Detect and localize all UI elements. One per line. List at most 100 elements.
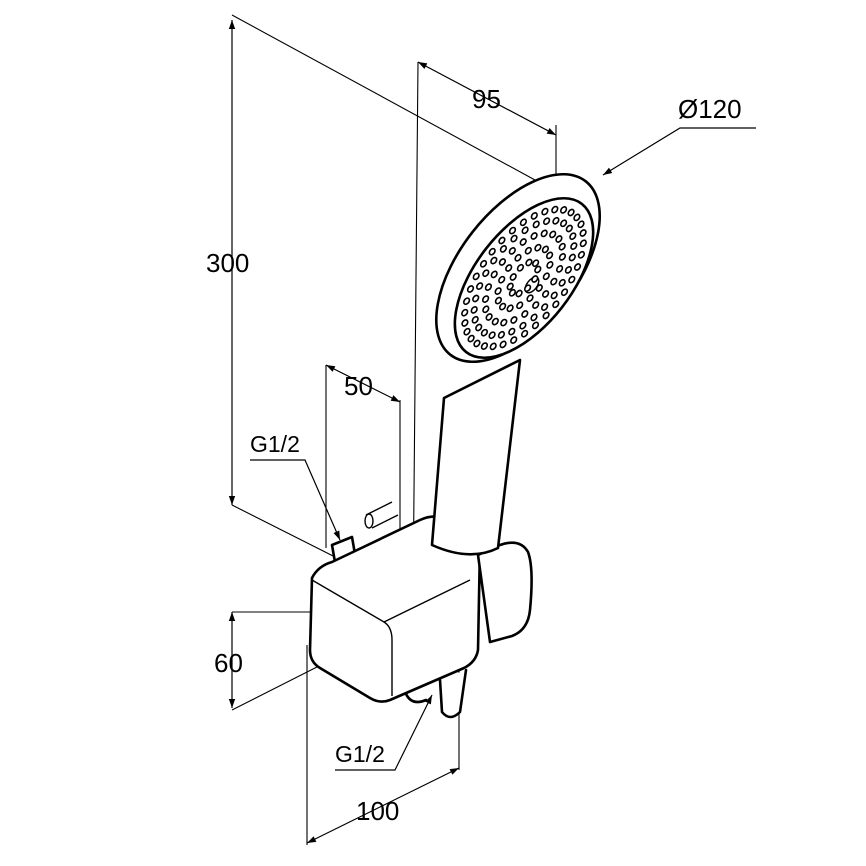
spray-nozzle [484,283,493,291]
leader-top-connection [250,459,341,541]
spray-nozzle [540,229,548,238]
spray-nozzle [530,212,538,220]
spray-nozzle [488,247,496,256]
spray-nozzle [489,342,497,351]
spray-nozzle [573,213,581,222]
bracket-top-edge [383,579,471,623]
spray-nozzle [552,216,560,225]
spray-nozzle [479,259,488,268]
spray-nozzle [470,306,478,314]
spray-nozzle [490,256,498,265]
spray-nozzle [546,261,554,269]
spray-nozzle [514,253,522,262]
bottom-connection-stub [404,692,428,704]
spray-nozzle [564,266,573,274]
label-bracket-width: 50 [344,371,373,401]
spray-nozzle [506,304,514,313]
spray-nozzle [558,253,567,261]
label-overall-height: 300 [206,248,249,278]
spray-nozzle [494,296,503,305]
spray-nozzle [472,272,480,281]
spray-nozzle [531,321,540,330]
fixing-pin-end [364,513,374,529]
spray-nozzle [499,245,508,253]
spray-nozzle [526,294,534,303]
spray-nozzle [466,285,475,293]
spray-nozzle [541,290,550,298]
spray-nozzle [498,236,506,245]
leader-bottom-connection [335,694,433,771]
dim-50-line [325,364,401,403]
spray-nozzle [461,308,469,317]
spray-nozzles [461,205,587,351]
spray-nozzle [531,275,539,283]
hand-shower [430,172,602,556]
spray-nozzle [485,313,493,321]
spray-nozzle [550,291,558,300]
spray-nozzle [521,310,529,318]
label-handle-offset: 95 [472,84,501,114]
spray-nozzle [559,219,568,228]
spray-nozzle [555,235,563,243]
spray-nozzle [531,259,540,268]
spray-nozzle [541,207,549,216]
spray-nozzle [515,289,523,298]
top-extension-line [231,14,536,181]
spray-nozzle [532,301,540,309]
spray-nozzle [461,319,469,327]
shower-axis-line [412,61,419,601]
label-bracket-height: 60 [214,648,243,678]
fixing-pin-bottom [371,514,399,529]
spray-nozzle [494,287,502,295]
spray-nozzle [471,315,479,324]
leader-diameter [602,127,756,176]
spray-nozzle [568,275,576,284]
spray-nozzle [549,230,557,239]
spray-nozzle [480,342,489,350]
spray-nozzle [567,208,575,217]
spray-nozzle [510,336,518,344]
holder-clip [476,541,533,644]
spray-nozzle [508,226,517,235]
spray-nozzle [521,226,529,235]
spray-nozzle [491,317,499,326]
bottom-outlet [438,668,468,719]
bracket-body [308,515,482,703]
spray-nozzle [555,265,564,273]
dim-100-line [306,767,460,844]
spray-nozzle [475,323,483,332]
spray-nozzle [532,220,540,229]
spray-nozzle [570,242,578,250]
label-bottom-connection: G1/2 [335,741,385,767]
spray-nozzle [525,258,533,267]
spray-nozzle [542,217,551,226]
spray-nozzle [552,300,560,309]
spray-nozzle [534,265,542,274]
spray-nozzle [506,282,514,291]
spray-nozzle [577,220,585,229]
shower-handle [430,358,522,556]
spray-nozzle [565,224,573,233]
spray-nozzle [542,272,550,281]
spray-nozzle [462,297,471,306]
spray-nozzle [573,263,582,271]
spray-nozzle [473,339,481,348]
label-overall-depth: 100 [356,796,399,826]
spray-nozzle [508,288,517,297]
spray-nozzle [510,234,518,243]
spray-nozzle [530,232,538,240]
dimension-labels: 300 95 Ø120 50 G1/2 60 G1/2 100 [206,84,742,826]
spray-nozzle [551,205,559,214]
spray-nozzle [508,327,516,336]
spray-nozzle [519,218,528,227]
label-head-diameter: Ø120 [678,94,742,124]
spray-nozzle [579,229,587,237]
spray-nozzle [490,270,498,279]
dimension-lines [228,20,756,844]
spray-nozzle [516,301,524,310]
spray-nozzle [509,273,517,281]
spray-nozzle [520,329,529,338]
spray-nozzle [558,278,566,287]
spray-nozzle [516,263,525,272]
spray-nozzle [499,340,507,349]
